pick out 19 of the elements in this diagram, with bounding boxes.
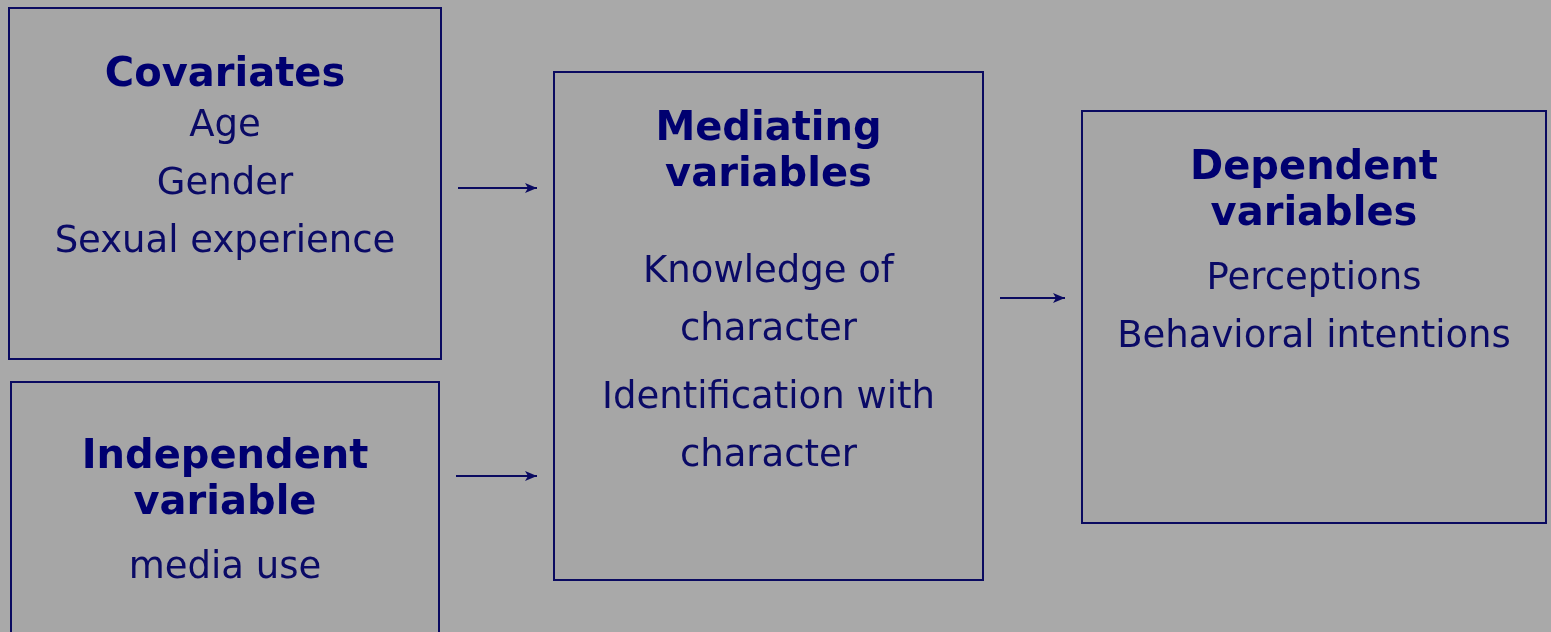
variable-label: Gender	[156, 159, 294, 205]
variable-label: Age	[189, 101, 261, 147]
variable-box	[553, 71, 984, 581]
variable-box	[1081, 110, 1547, 524]
variable-label: Knowledge of character	[642, 247, 896, 351]
variable-box	[8, 7, 442, 360]
box-heading: Mediating variables	[654, 103, 883, 195]
box-heading: Dependent variables	[1189, 142, 1439, 234]
box-heading: Covariates	[104, 49, 346, 95]
box-heading: Independent variable	[80, 431, 370, 523]
arrow	[457, 183, 538, 193]
variable-label: media use	[128, 543, 322, 589]
variable-label: Identification with character	[601, 373, 936, 477]
arrow	[999, 293, 1066, 303]
variable-label: Sexual experience	[54, 217, 396, 263]
variable-label: Perceptions	[1206, 254, 1422, 300]
variable-box	[10, 381, 440, 632]
arrow	[455, 471, 538, 481]
variable-label: Behavioral intentions	[1117, 312, 1511, 358]
